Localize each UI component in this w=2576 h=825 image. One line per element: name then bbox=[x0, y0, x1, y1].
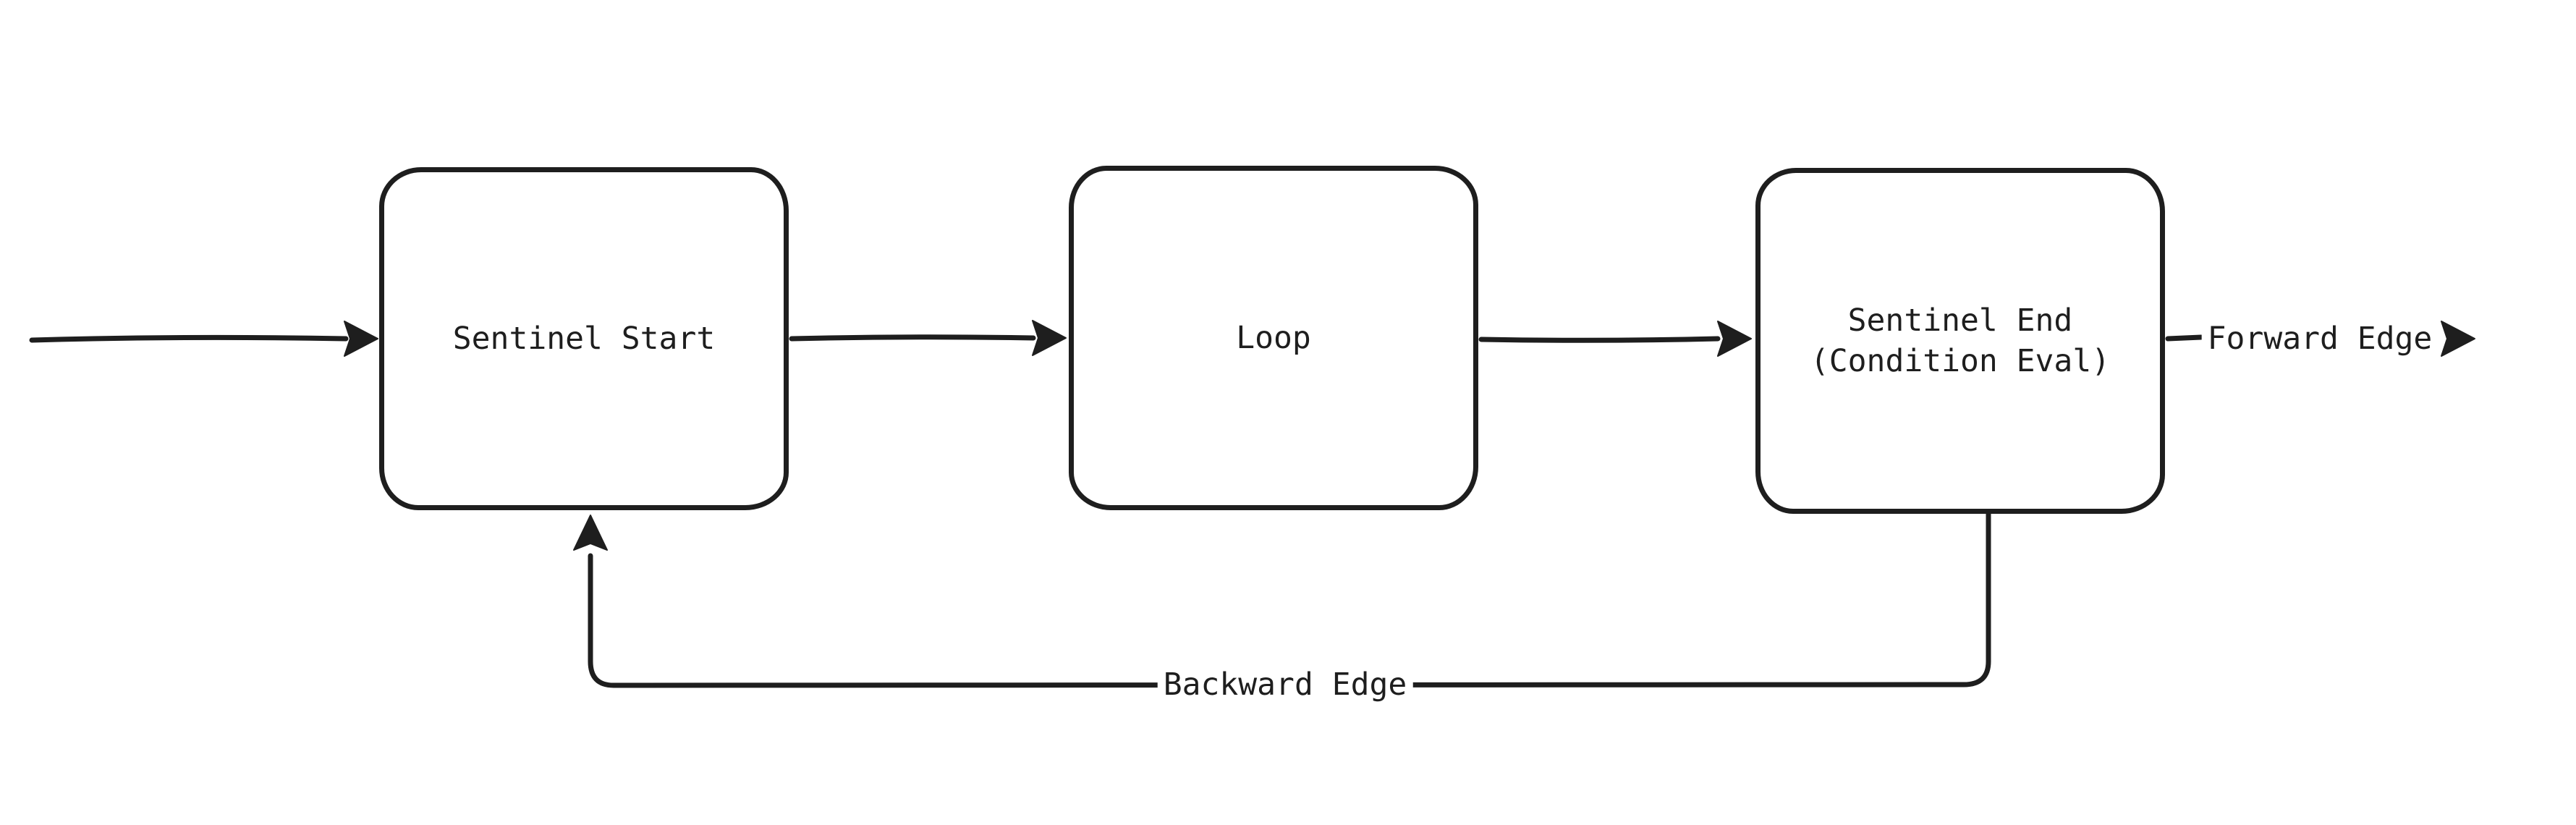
start-to-loop-arrowhead-icon bbox=[1032, 320, 1067, 356]
node-sentinel-end-label-line2: (Condition Eval) bbox=[1810, 343, 2111, 379]
backward-edge-arrowhead-icon bbox=[573, 515, 608, 551]
forward-edge-arrowhead-icon bbox=[2441, 321, 2475, 357]
start-to-loop-edge-line bbox=[789, 334, 1036, 342]
node-sentinel-end-label-line1: Sentinel End bbox=[1847, 302, 2073, 339]
node-loop: Loop bbox=[1069, 166, 1478, 510]
loop-to-end-edge-line bbox=[1478, 336, 1721, 343]
node-sentinel-end: Sentinel End (Condition Eval) bbox=[1755, 168, 2165, 514]
node-sentinel-start-label: Sentinel Start bbox=[452, 321, 716, 357]
forward-edge-line bbox=[2165, 334, 2204, 342]
loop-to-end-arrowhead-icon bbox=[1717, 321, 1752, 357]
node-sentinel-start: Sentinel Start bbox=[379, 167, 789, 510]
entry-edge-arrowhead-icon bbox=[344, 321, 378, 357]
entry-edge-line bbox=[29, 334, 349, 343]
node-loop-label: Loop bbox=[1236, 320, 1311, 356]
backward-edge-label: Backward Edge bbox=[1157, 666, 1413, 703]
forward-edge-label: Forward Edge bbox=[2201, 320, 2439, 358]
backward-edge-line bbox=[588, 511, 1991, 688]
